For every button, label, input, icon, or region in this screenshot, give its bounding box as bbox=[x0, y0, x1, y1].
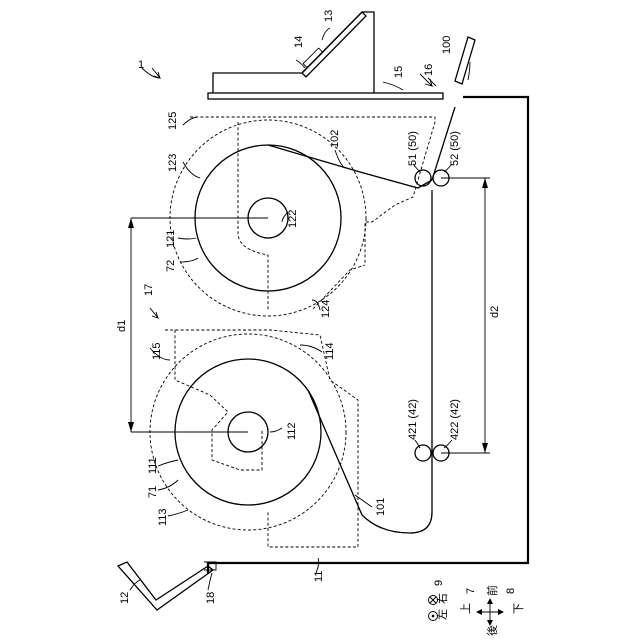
d1-arrow-bottom bbox=[128, 422, 134, 432]
label-123: 123 bbox=[167, 154, 179, 172]
d2-arrow-top bbox=[482, 178, 488, 188]
label-52: 52 (50) bbox=[449, 131, 461, 166]
compass-right: 右 bbox=[435, 593, 449, 604]
label-17: 17 bbox=[143, 284, 155, 296]
label-51: 51 (50) bbox=[407, 131, 419, 166]
compass-num-8: 8 bbox=[505, 588, 517, 594]
compass-back: 後 bbox=[485, 625, 499, 636]
roller-51 bbox=[415, 170, 431, 186]
direction-legend: 上 下 前 後 7 8 左 右 9 bbox=[429, 580, 526, 636]
arrow-body bbox=[150, 308, 158, 318]
label-121: 121 bbox=[165, 230, 177, 248]
label-18: 18 bbox=[205, 592, 217, 604]
label-113: 113 bbox=[157, 508, 169, 526]
compass-arrow-left bbox=[476, 609, 482, 615]
compass-front: 前 bbox=[485, 585, 499, 596]
label-16: 16 bbox=[423, 64, 435, 76]
paper-path-101 bbox=[308, 190, 432, 533]
top-plate bbox=[208, 93, 443, 99]
label-122: 122 bbox=[287, 210, 299, 228]
compass-num-9: 9 bbox=[433, 580, 445, 586]
label-111: 111 bbox=[147, 457, 159, 474]
d1-arrow-top bbox=[128, 218, 134, 228]
label-15: 15 bbox=[393, 66, 405, 78]
roller-421 bbox=[415, 445, 431, 461]
label-11: 11 bbox=[313, 571, 325, 582]
label-115: 115 bbox=[151, 342, 163, 360]
compass-left: 左 bbox=[436, 609, 449, 620]
label-125: 125 bbox=[167, 112, 179, 130]
compass-down: 下 bbox=[512, 603, 525, 614]
label-d1: d1 bbox=[116, 320, 128, 332]
compass-up: 上 bbox=[459, 603, 472, 614]
upper-frame bbox=[190, 117, 435, 310]
label-device: 1 bbox=[138, 59, 144, 71]
label-71: 71 bbox=[147, 486, 159, 498]
label-14: 14 bbox=[293, 36, 305, 48]
compass-left-dot bbox=[432, 615, 435, 618]
label-d2: d2 bbox=[489, 306, 501, 318]
label-124: 124 bbox=[320, 300, 332, 318]
label-101: 101 bbox=[375, 498, 387, 516]
lower-frame-inner bbox=[175, 330, 262, 470]
d2-arrow-bottom bbox=[482, 443, 488, 453]
label-72: 72 bbox=[165, 260, 177, 272]
sheet-100 bbox=[455, 37, 475, 84]
label-13: 13 bbox=[323, 10, 335, 22]
label-114: 114 bbox=[324, 342, 336, 360]
label-422: 422 (42) bbox=[449, 399, 461, 440]
housing-wall bbox=[208, 97, 528, 573]
compass-arrow-right bbox=[498, 609, 504, 615]
label-12: 12 bbox=[119, 592, 131, 604]
label-100: 100 bbox=[441, 36, 453, 54]
label-112: 112 bbox=[286, 422, 298, 440]
compass-num-7: 7 bbox=[465, 588, 477, 594]
leader-lines bbox=[130, 28, 470, 590]
label-421: 421 (42) bbox=[407, 399, 419, 440]
label-102: 102 bbox=[329, 130, 341, 148]
compass-arrow-up bbox=[487, 598, 493, 604]
tray-slot-window bbox=[303, 48, 323, 68]
